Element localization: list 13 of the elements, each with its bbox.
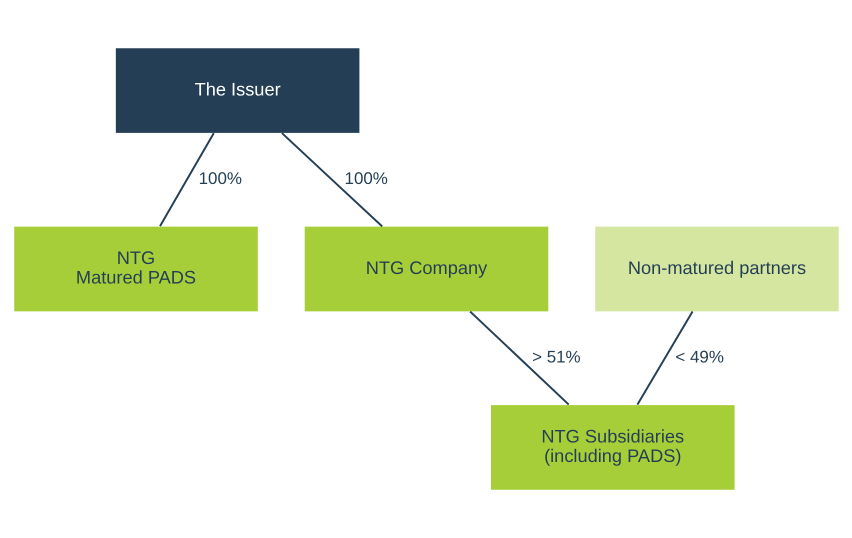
edge-label: < 49% xyxy=(674,348,724,367)
connector xyxy=(469,310,569,406)
node-box: The Issuer xyxy=(115,48,359,133)
connector xyxy=(636,311,693,406)
edge-label: 100% xyxy=(344,169,388,188)
node-box: NTG Company xyxy=(304,226,548,312)
connector xyxy=(280,132,382,228)
node-box: Non-matured partners xyxy=(594,226,838,312)
node-box: NTG Matured PADS xyxy=(14,226,258,312)
node-box: NTG Subsidiaries (including PADS) xyxy=(490,405,734,490)
edge-label: > 51% xyxy=(532,348,580,367)
edge-label: 100% xyxy=(198,169,242,188)
connector xyxy=(158,132,214,227)
